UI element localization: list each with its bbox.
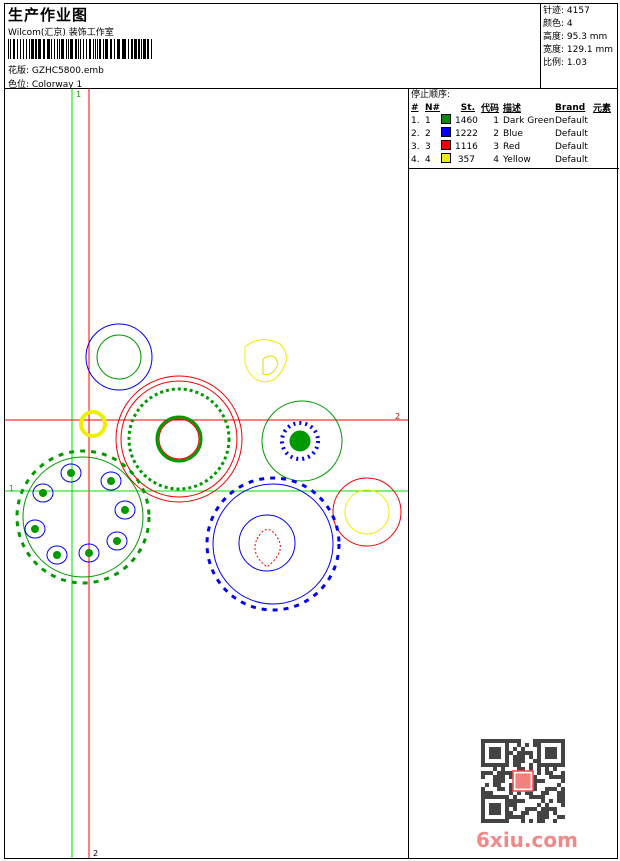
- barcode: [8, 39, 154, 59]
- table-header: # N# St. 代码 描述 Brand 元素: [411, 101, 617, 115]
- right-panel: 停止顺序: # N# St. 代码 描述 Brand 元素 1. 1 1460 …: [408, 89, 619, 859]
- design-preview: 1 2 1 2: [5, 89, 408, 858]
- brand: Default: [555, 128, 588, 139]
- design-filename: 花版: GZHC5800.emb: [8, 66, 104, 76]
- guide-label: 2: [93, 849, 98, 858]
- stitch-count: 1460: [455, 115, 478, 126]
- col-header: 元素: [593, 104, 612, 114]
- motif-green-gear-inner: [22, 456, 144, 578]
- color-row: 3. 3 1116 3 Red Default: [411, 140, 617, 153]
- col-header: 描述: [503, 104, 522, 114]
- header: 生产作业图 Wilcom(汇京) 装饰工作室 花版: GZHC5800.emb …: [4, 3, 618, 90]
- col-header: N#: [425, 102, 441, 113]
- motif-green-gear: [15, 449, 151, 585]
- col-header: #: [411, 102, 419, 113]
- color-code: 1: [493, 115, 499, 126]
- brand: Default: [555, 154, 588, 165]
- color-code: 3: [493, 141, 499, 152]
- col-header: Brand: [555, 102, 586, 113]
- sheet-frame: [4, 3, 618, 859]
- color-row: 2. 2 1222 2 Blue Default: [411, 127, 617, 140]
- color-count: 颜色: 4: [543, 19, 573, 29]
- brand: Default: [555, 141, 588, 152]
- motif-yellow-heart: [244, 339, 287, 383]
- watermark-logo: 6xiu.com: [476, 828, 578, 852]
- stitch-count: 1116: [455, 141, 478, 152]
- color-description: Yellow: [503, 154, 531, 165]
- stitch-count: 357: [457, 154, 475, 165]
- color-swatch: [441, 127, 451, 137]
- col-header: St.: [460, 102, 475, 113]
- stitch-count: 1222: [455, 128, 478, 139]
- motif-red-center: [158, 418, 200, 460]
- design-height: 高度: 95.3 mm: [543, 32, 608, 42]
- motif-green-dots: [31, 469, 129, 559]
- motif-green-center: [155, 415, 203, 463]
- row-index: 3.: [411, 141, 420, 152]
- color-description: Blue: [503, 128, 523, 139]
- motif-blue-petals: [24, 463, 136, 565]
- motif-yellow-inner: [262, 355, 279, 375]
- stitch-count: 针迹: 4157: [543, 6, 590, 16]
- color-stop-table: 停止顺序: # N# St. 代码 描述 Brand 元素 1. 1 1460 …: [409, 89, 619, 169]
- motif-red-circle: [332, 477, 402, 547]
- guide-label: 1: [76, 90, 81, 99]
- colorway: 色位: Colorway 1: [8, 80, 83, 90]
- row-index: 1.: [411, 115, 420, 126]
- page-title: 生产作业图: [8, 6, 89, 24]
- motif-red-heart: [254, 529, 281, 568]
- needle-number: 1: [425, 115, 431, 126]
- motif-red-ring: [115, 375, 243, 503]
- row-index: 4.: [411, 154, 420, 165]
- needle-number: 4: [425, 154, 431, 165]
- color-swatch: [441, 153, 451, 163]
- brand: Default: [555, 115, 588, 126]
- motif-green-circle: [261, 400, 343, 482]
- motif-yellow-circle: [344, 489, 390, 535]
- motif-blue-small-ring: [238, 514, 296, 572]
- embroidery-design: 1 2 1 2: [5, 89, 408, 858]
- color-description: Dark Green: [503, 115, 555, 126]
- needle-number: 2: [425, 128, 431, 139]
- motif-blue-ring: [85, 323, 153, 391]
- qr-code: [481, 739, 565, 823]
- motif-green-ring: [96, 334, 142, 380]
- color-swatch: [441, 114, 451, 124]
- color-description: Red: [503, 141, 521, 152]
- stop-sequence-title: 停止顺序:: [411, 90, 451, 100]
- color-row: 4. 4 357 4 Yellow Default: [411, 153, 617, 166]
- guide-label: 2: [395, 412, 400, 421]
- color-code: 4: [493, 154, 499, 165]
- row-index: 2.: [411, 128, 420, 139]
- design-scale: 比例: 1.03: [543, 58, 587, 68]
- motif-blue-rays: [280, 421, 320, 461]
- motif-yellow-flower: [79, 410, 107, 438]
- guide-label: 1: [9, 484, 14, 493]
- motif-blue-gear: [205, 476, 341, 612]
- color-code: 2: [493, 128, 499, 139]
- motif-green-dot: [289, 430, 311, 452]
- color-row: 1. 1 1460 1 Dark Green Default: [411, 114, 617, 127]
- motif-green-leaves: [127, 387, 231, 491]
- design-width: 宽度: 129.1 mm: [543, 45, 614, 55]
- design-stats: 针迹: 4157 颜色: 4 高度: 95.3 mm 宽度: 129.1 mm …: [540, 3, 618, 89]
- color-swatch: [441, 140, 451, 150]
- motif-red-ring-inner: [120, 380, 238, 498]
- studio-name: Wilcom(汇京) 装饰工作室: [8, 28, 114, 38]
- motif-blue-gear-inner: [212, 483, 334, 605]
- needle-number: 3: [425, 141, 431, 152]
- col-header: 代码: [480, 104, 499, 114]
